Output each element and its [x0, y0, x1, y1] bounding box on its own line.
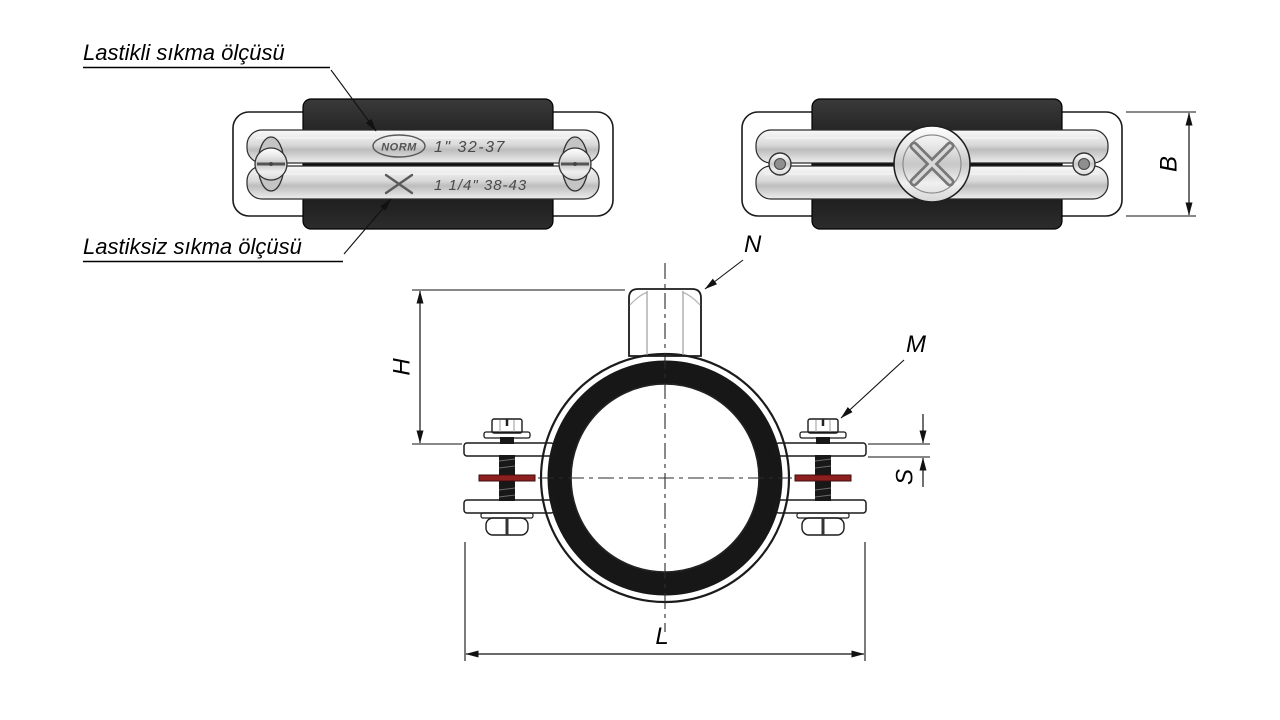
red-washer [794, 474, 852, 482]
dim-label-H: H [388, 358, 415, 376]
flange-upper-right [775, 442, 867, 457]
nut-body [628, 288, 702, 357]
callout-N: N [704, 231, 762, 290]
leader-line [330, 69, 377, 132]
dimension-H: H [388, 289, 625, 445]
flange-lower-left [463, 499, 555, 514]
thread-lines [814, 458, 832, 498]
callout-M: M [840, 331, 926, 419]
nut-chamfer [681, 291, 701, 306]
size-marking-with-rubber: 1" 32-37 [434, 139, 506, 156]
front-view [463, 263, 867, 632]
flange-upper-left [463, 442, 555, 457]
top-view-marked: NORM 1" 32-37 1 1/4" 38-43 [232, 98, 614, 230]
dim-label-N: N [744, 231, 762, 258]
center-cross-screw-icon [893, 125, 971, 203]
end-screw-left [254, 136, 288, 192]
dimension-L: L [464, 542, 866, 661]
callout-with-rubber-label: Lastikli sıkma ölçüsü [83, 40, 285, 65]
clamp-screw-left [478, 418, 536, 536]
shank-upper [816, 437, 830, 444]
dimension-B: B [1126, 111, 1196, 217]
end-screw-right [558, 136, 592, 192]
clamp-screw-right [794, 418, 852, 536]
cert-mark-icon [384, 173, 414, 195]
end-hole-left [768, 152, 792, 176]
brand-stamp: NORM [381, 142, 417, 154]
flange-lower-right [775, 499, 867, 514]
thread-lines [498, 458, 516, 498]
end-hole-right [1072, 152, 1096, 176]
leader-line [840, 359, 905, 419]
callout-with-rubber: Lastikli sıkma ölçüsü [83, 40, 377, 132]
callout-without-rubber-label: Lastiksiz sıkma ölçüsü [83, 234, 302, 259]
leader-line [343, 198, 392, 255]
leader-line [704, 259, 744, 290]
red-washer [478, 474, 536, 482]
rubber-profile [302, 98, 554, 230]
dim-label-L: L [655, 623, 668, 650]
nut-chamfer [629, 291, 649, 306]
dim-label-M: M [906, 331, 926, 358]
dim-label-B: B [1155, 156, 1182, 172]
dim-label-S: S [891, 469, 918, 485]
band-strip-upper [246, 129, 600, 164]
centerlines [538, 263, 792, 632]
top-view-plain [741, 98, 1123, 230]
band-strip-lower [246, 165, 600, 200]
norm-logo-oval-icon [372, 134, 426, 158]
washer [799, 431, 847, 439]
weld-nut [628, 288, 702, 357]
band-highlights [256, 137, 590, 175]
washer [483, 431, 531, 439]
dimension-S: S [868, 414, 930, 487]
callout-without-rubber: Lastiksiz sıkma ölçüsü [83, 198, 392, 263]
size-marking-without-rubber: 1 1/4" 38-43 [434, 177, 527, 194]
shank-upper [500, 437, 514, 444]
